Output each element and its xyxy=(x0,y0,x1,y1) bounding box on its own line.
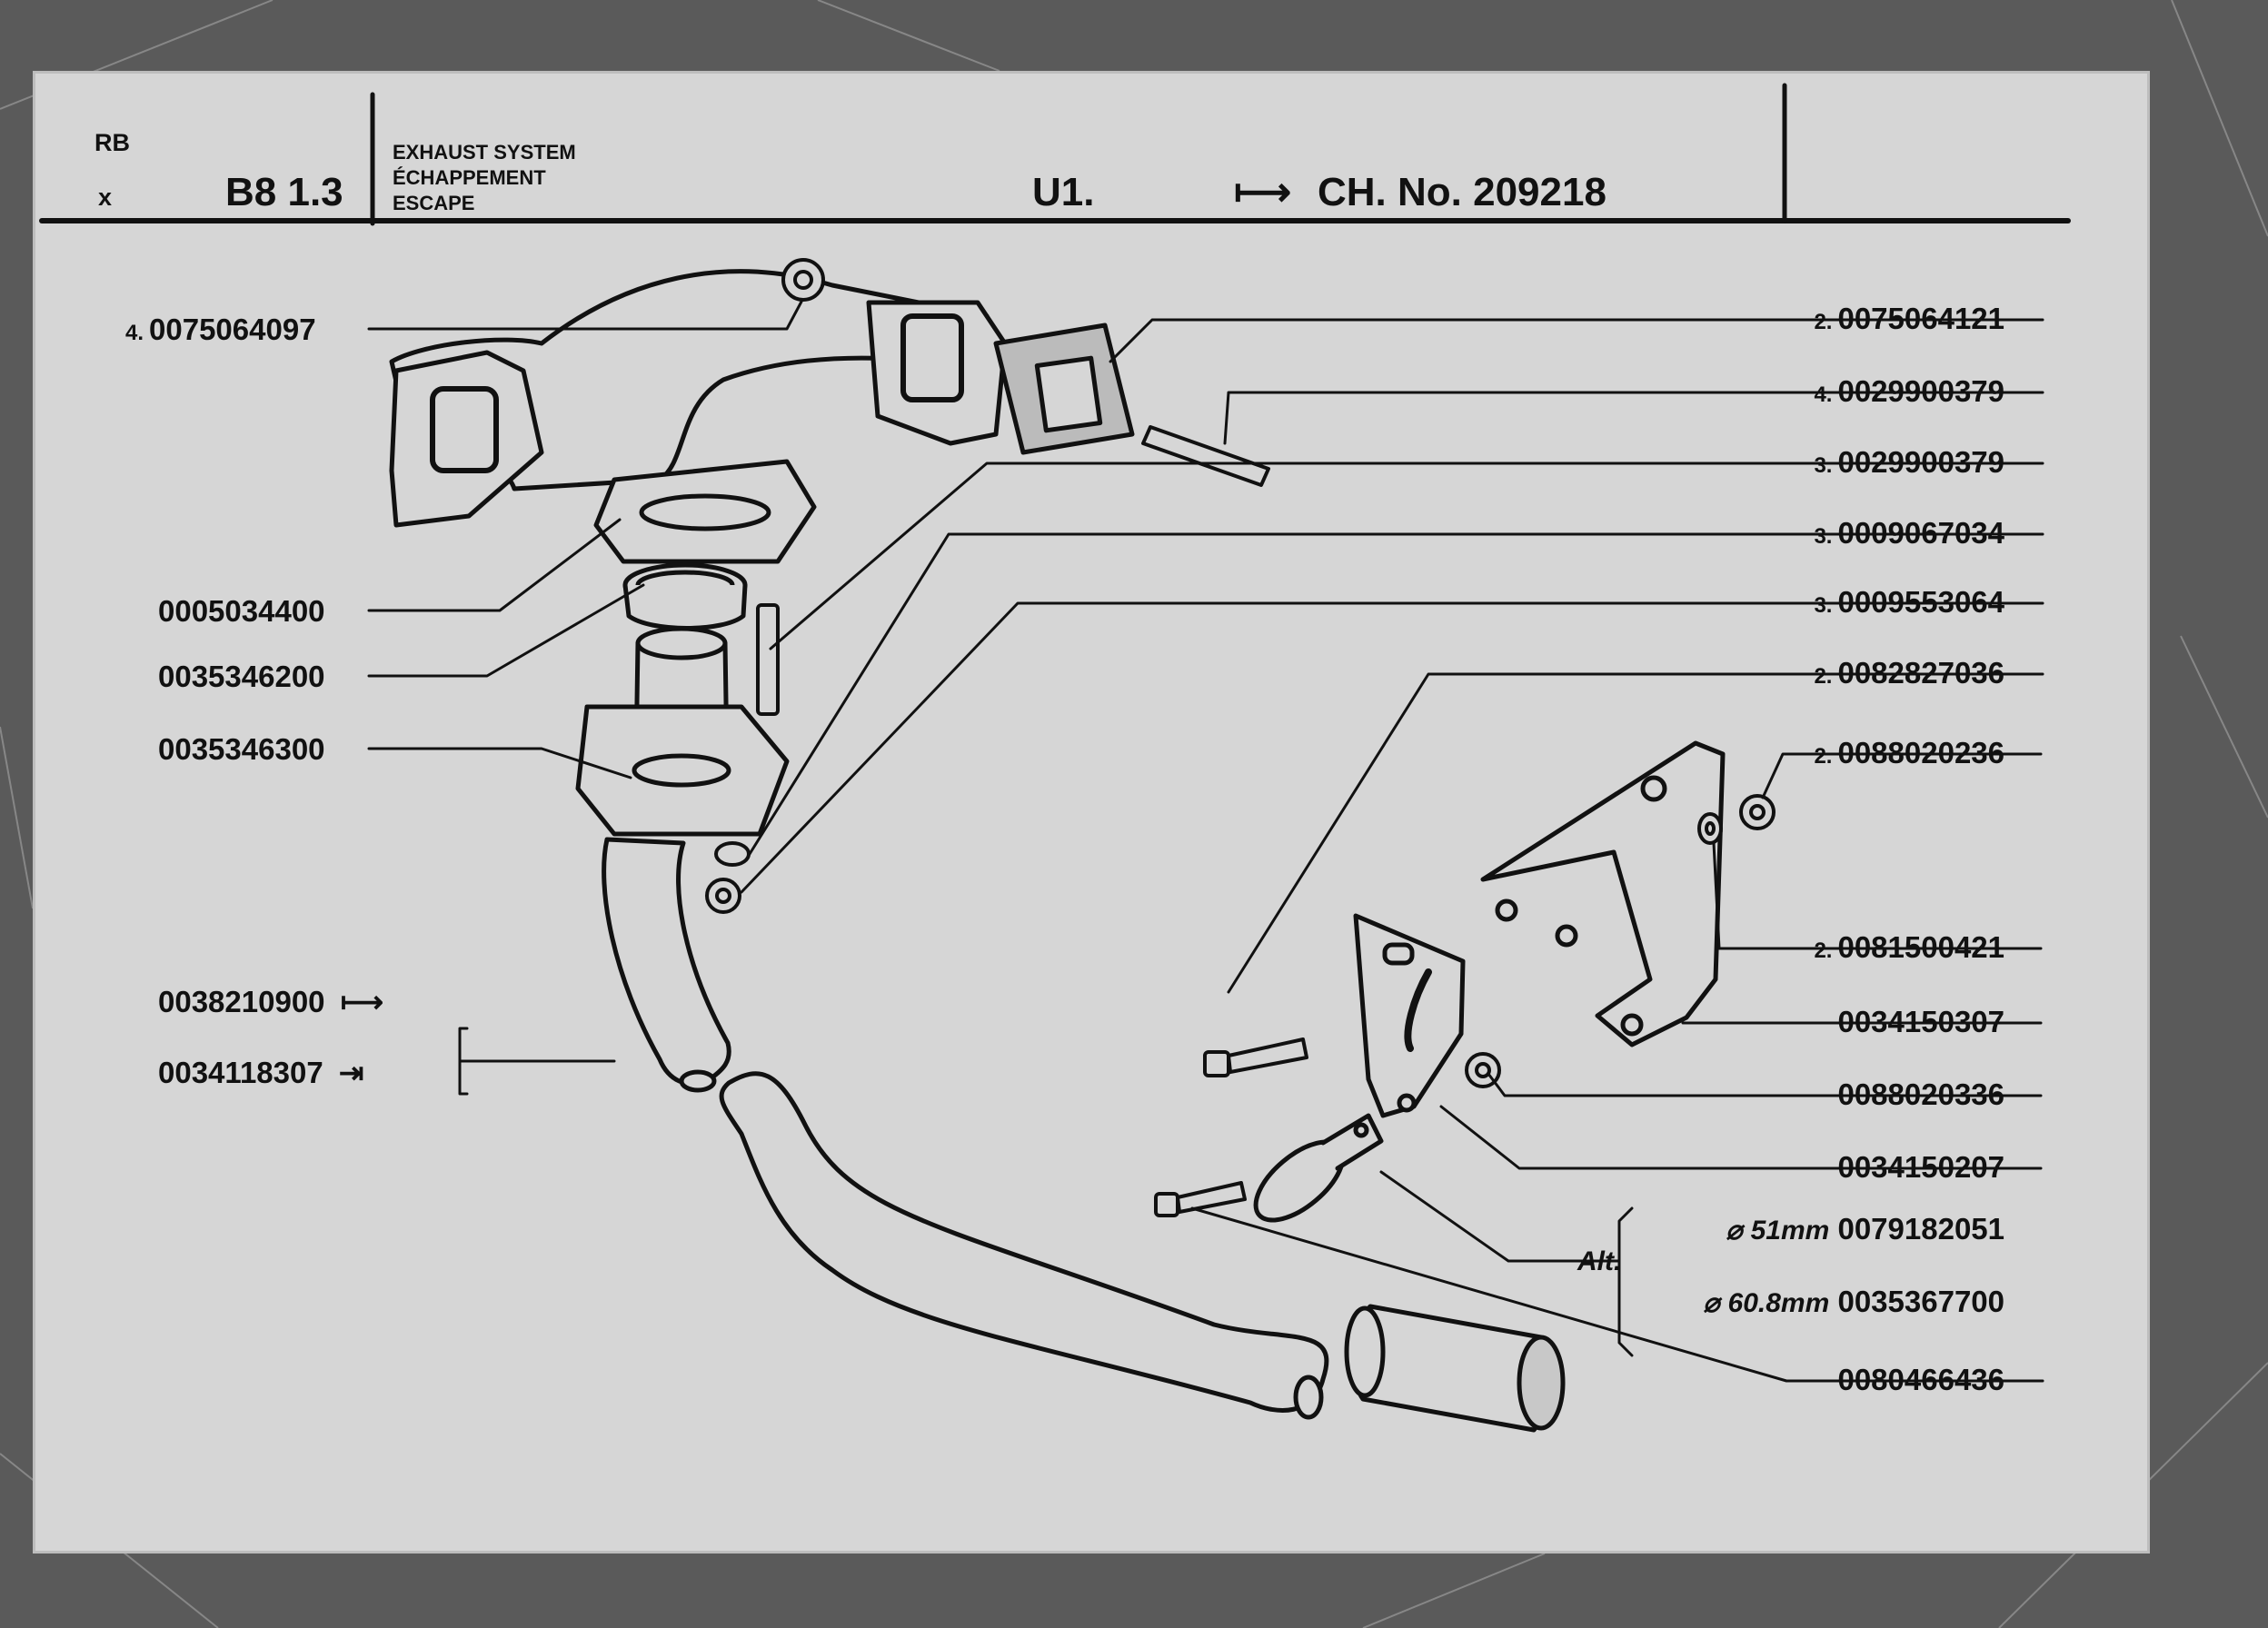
title-english: EXHAUST SYSTEM xyxy=(393,141,576,164)
title-french: ÉCHAPPEMENT xyxy=(393,166,546,189)
catalog-sheet: RB x B8 1.3 EXHAUST SYSTEM ÉCHAPPEMENT E… xyxy=(33,71,2150,1554)
flange-gasket xyxy=(993,323,1135,455)
part-label: 0038210900 ⟼ xyxy=(158,985,384,1018)
part-label: 4.0075064097 xyxy=(125,313,316,346)
connecting-sleeve xyxy=(1344,1304,1566,1433)
flange-washer-and-nut xyxy=(705,841,751,914)
alternative-option: ⌀ 51mm 0079182051 xyxy=(1726,1212,2004,1246)
pipe-clamp xyxy=(1253,1113,1384,1223)
part-label: 3.0009067034 xyxy=(1814,516,2004,550)
bracket-washer xyxy=(1697,812,1723,845)
bracket-bolt-upper xyxy=(1203,1037,1308,1077)
part-label: 2.0088020236 xyxy=(1814,736,2004,769)
part-label: 3.0029900379 xyxy=(1814,445,2004,479)
header-code-bottom: x xyxy=(98,184,113,211)
part-label: 3.0009553064 xyxy=(1814,585,2004,619)
mounting-bracket-small xyxy=(1353,913,1466,1118)
alternative-label: Alt. xyxy=(1577,1246,1622,1276)
part-label: 4.0029900379 xyxy=(1814,374,2004,408)
variant-code: U1. xyxy=(1032,170,1095,214)
header-code-top: RB xyxy=(94,129,130,156)
title-spanish: ESCAPE xyxy=(393,192,475,214)
part-label: 0034150307 xyxy=(1837,1005,2004,1038)
tail-pipe xyxy=(719,1071,1329,1420)
page-code: B8 1.3 xyxy=(225,170,343,214)
alternative-option: ⌀ 60.8mm 0035367700 xyxy=(1703,1285,2004,1318)
manifold-nut xyxy=(781,258,825,302)
bracket-nut-upper xyxy=(1739,794,1776,830)
part-label: 2.0075064121 xyxy=(1814,302,2004,335)
bracket-bolt-lower xyxy=(1154,1181,1247,1217)
mounting-bracket-large xyxy=(1480,740,1726,1047)
sealing-ring xyxy=(622,562,748,630)
part-label: 2.0081500421 xyxy=(1814,930,2004,964)
part-label: 0088020336 xyxy=(1837,1077,2004,1111)
part-label: 0034150207 xyxy=(1837,1150,2004,1184)
manifold-stud xyxy=(1141,425,1270,487)
exhaust-manifold xyxy=(389,269,1008,564)
part-label: 0035346200 xyxy=(158,660,325,693)
downpipe-stud xyxy=(756,603,780,716)
part-label: 0035346300 xyxy=(158,732,325,766)
downpipe-flange xyxy=(575,704,790,837)
part-label: 0080466436 xyxy=(1837,1363,2004,1396)
exhaust-exploded-view xyxy=(39,83,2071,1433)
part-label: 0005034400 xyxy=(158,594,325,628)
part-label: 2.0082827036 xyxy=(1814,656,2004,690)
chassis-arrow: ⟼ xyxy=(1234,170,1292,214)
downpipe xyxy=(602,837,731,1093)
chassis-number: CH. No. 209218 xyxy=(1318,170,1606,214)
leader-lines xyxy=(367,300,2044,1383)
part-label: 0034118307 ⇥ xyxy=(158,1056,364,1089)
